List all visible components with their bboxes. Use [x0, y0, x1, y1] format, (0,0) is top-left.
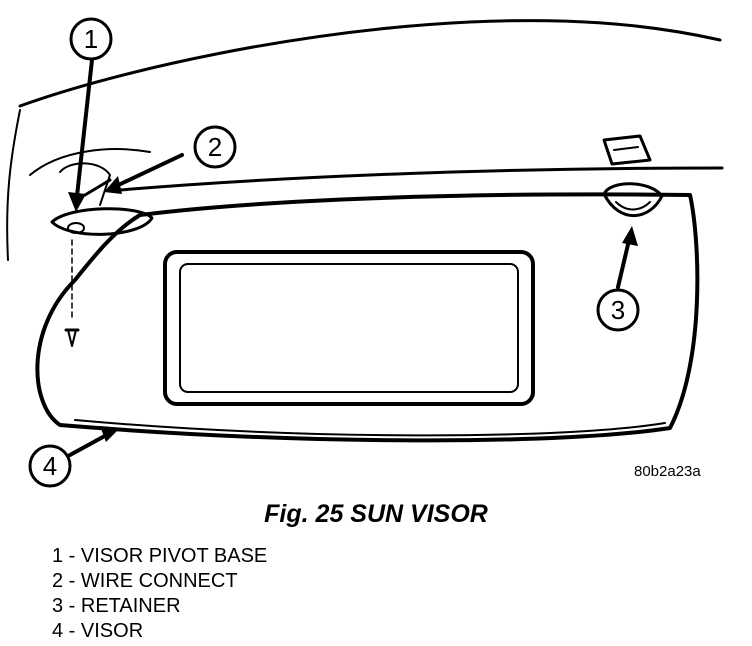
sun-visor-illustration: 1 2 3 4 [6, 17, 724, 488]
legend: 1 - VISOR PIVOT BASE 2 - WIRE CONNECT 3 … [52, 544, 267, 644]
leader-arrow-2 [110, 153, 184, 190]
callout-4: 4 [28, 444, 72, 488]
callout-2: 2 [193, 125, 237, 169]
callout-number: 2 [208, 132, 222, 162]
callout-3: 3 [596, 288, 640, 332]
screw [64, 239, 80, 347]
callout-number: 1 [84, 24, 98, 54]
headliner-outline [18, 19, 722, 108]
figure-caption: Fig. 25 SUN VISOR [264, 500, 488, 528]
legend-item: 3 - RETAINER [52, 595, 181, 617]
visor-pivot-base [50, 162, 154, 236]
roof-left-curve [6, 109, 21, 261]
figure-code: 80b2a23a [634, 463, 701, 480]
visor-body [35, 192, 700, 443]
legend-item: 2 - WIRE CONNECT [52, 570, 238, 592]
callout-number: 3 [611, 295, 625, 325]
legend-item: 1 - VISOR PIVOT BASE [52, 545, 268, 567]
callout-1: 1 [69, 17, 113, 61]
legend-item: 4 - VISOR [52, 620, 144, 642]
retainer [602, 182, 664, 218]
callout-number: 4 [43, 451, 57, 481]
vanity-mirror [163, 250, 535, 406]
visor-clip [602, 134, 652, 166]
leader-arrow-3 [616, 234, 632, 289]
windshield-edge [118, 166, 724, 192]
leader-arrow-1 [74, 58, 94, 207]
